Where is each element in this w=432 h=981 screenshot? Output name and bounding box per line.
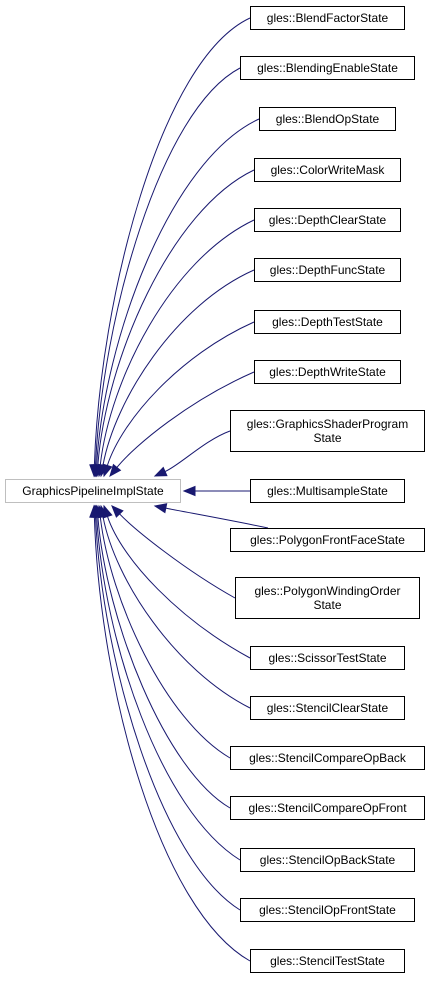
- edge-stencilclearstate: [102, 516, 251, 709]
- root-node[interactable]: GraphicsPipelineImplState: [5, 479, 181, 503]
- edge-depthwritestate-arrowhead: [109, 463, 122, 478]
- child-node-blendfactorstate[interactable]: gles::BlendFactorState: [250, 6, 405, 30]
- child-node-stencilopbackstate[interactable]: gles::StencilOpBackState: [240, 848, 415, 872]
- edge-stencilteststate-arrowhead: [89, 504, 100, 518]
- child-node-stencilclearstate[interactable]: gles::StencilClearState: [250, 696, 405, 720]
- edge-graphicsshaderprogram: [164, 430, 231, 473]
- child-node-stencilteststate[interactable]: gles::StencilTestState: [250, 949, 405, 973]
- edge-depthwritestate: [116, 371, 255, 468]
- child-node-stencilcompareopback[interactable]: gles::StencilCompareOpBack: [230, 746, 425, 770]
- edge-multisamplestate-arrowhead: [182, 485, 196, 497]
- edge-blendopstate: [96, 118, 260, 466]
- child-node-depthfuncstate[interactable]: gles::DepthFuncState: [254, 258, 401, 282]
- child-node-stencilcompareopfront[interactable]: gles::StencilCompareOpFront: [230, 796, 425, 820]
- edge-depthteststate: [106, 321, 255, 466]
- edge-colorwritemask: [97, 169, 255, 466]
- edge-blendfactorstate: [93, 17, 251, 466]
- edge-polygonwindingorder: [119, 513, 236, 599]
- edge-stencilteststate: [93, 516, 251, 962]
- edge-polygonfrontfacestate: [165, 507, 269, 529]
- edge-stencilcompareopfront: [97, 516, 231, 809]
- edge-depthteststate-arrowhead: [102, 463, 113, 478]
- edge-depthfuncstate: [102, 269, 255, 466]
- edge-depthclearstate: [99, 219, 255, 466]
- edge-polygonfrontfacestate-arrowhead: [153, 503, 168, 514]
- child-node-colorwritemask[interactable]: gles::ColorWriteMask: [254, 158, 401, 182]
- edge-stencilcompareopback: [99, 516, 231, 759]
- child-node-polygonfrontfacestate[interactable]: gles::PolygonFrontFaceState: [230, 528, 425, 552]
- child-node-scissorteststate[interactable]: gles::ScissorTestState: [250, 646, 405, 670]
- edge-stencilopbackstate: [96, 516, 241, 861]
- child-node-polygonwindingorderstate[interactable]: gles::PolygonWindingOrder State: [235, 577, 420, 619]
- child-node-multisamplestate[interactable]: gles::MultisampleState: [250, 479, 405, 503]
- edge-polygonwindingorder-arrowhead: [111, 505, 124, 518]
- child-node-graphicsshaderprogramstate[interactable]: gles::GraphicsShaderProgram State: [230, 410, 425, 452]
- child-node-blendopstate[interactable]: gles::BlendOpState: [259, 107, 396, 131]
- edge-graphicsshaderprogram-arrowhead: [153, 466, 168, 477]
- child-node-depthteststate[interactable]: gles::DepthTestState: [254, 310, 401, 334]
- child-node-stencilopfrontstate[interactable]: gles::StencilOpFrontState: [240, 898, 415, 922]
- child-node-blendingenablestate[interactable]: gles::BlendingEnableState: [240, 56, 415, 80]
- edge-scissorteststate: [107, 516, 251, 659]
- child-node-depthclearstate[interactable]: gles::DepthClearState: [254, 208, 401, 232]
- edge-blendingenablestate: [94, 67, 241, 466]
- child-node-depthwritestate[interactable]: gles::DepthWriteState: [254, 360, 401, 384]
- edge-stencilopfrontstate: [95, 516, 241, 911]
